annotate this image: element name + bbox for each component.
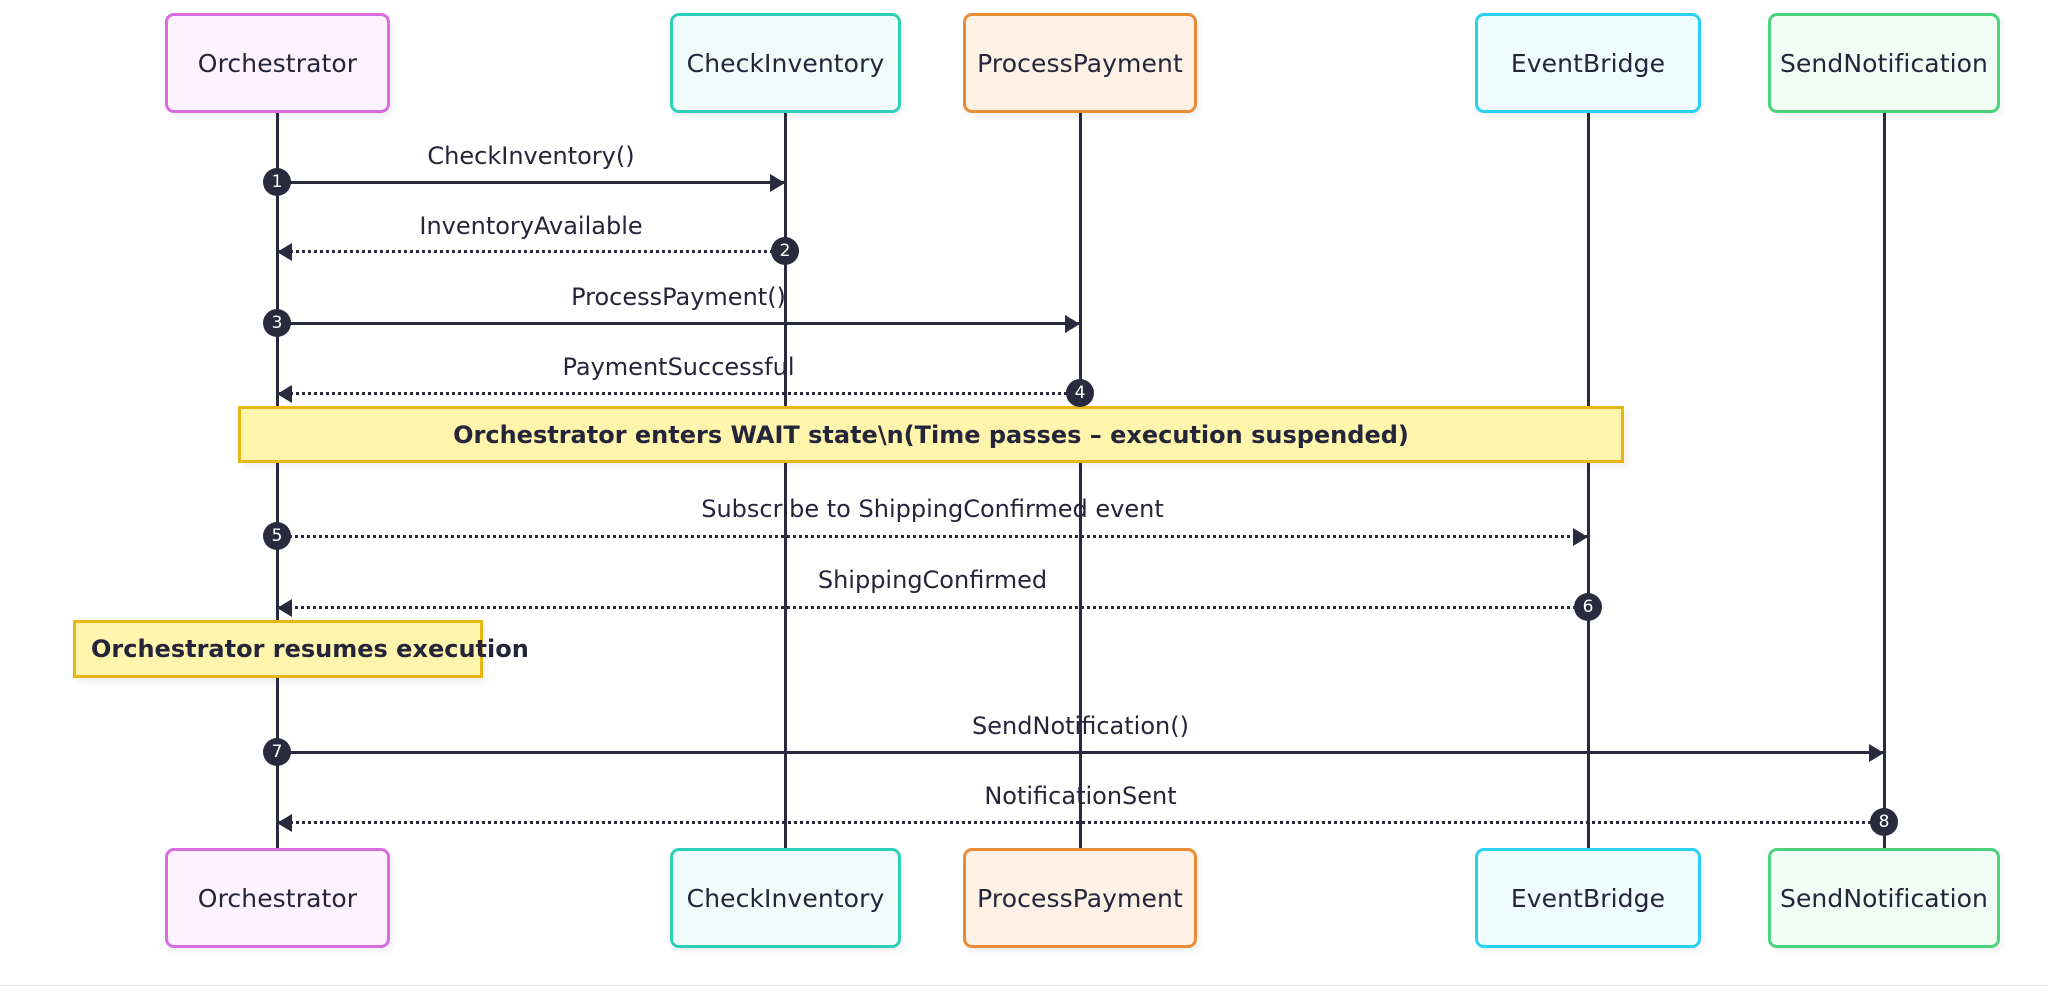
- participant-sendnotification-bottom[interactable]: SendNotification: [1768, 848, 2000, 948]
- participant-label: SendNotification: [1779, 48, 1988, 78]
- message-line-2: [277, 250, 785, 253]
- sequence-number-badge: 6: [1574, 593, 1602, 621]
- message-label-3: ProcessPayment(): [571, 283, 786, 311]
- participant-label: CheckInventory: [686, 48, 885, 78]
- message-line-5: [277, 535, 1588, 538]
- message-arrowhead-7: [1869, 744, 1884, 762]
- participant-eventbridge-bottom[interactable]: EventBridge: [1475, 848, 1701, 948]
- sequence-number-badge: 2: [771, 237, 799, 265]
- participant-label: SendNotification: [1779, 883, 1988, 913]
- message-line-4: [277, 392, 1080, 395]
- message-arrowhead-2: [277, 243, 292, 261]
- message-label-1: CheckInventory(): [427, 142, 635, 170]
- message-arrowhead-4: [277, 385, 292, 403]
- lifeline-eventbridge: [1587, 113, 1590, 848]
- message-line-8: [277, 821, 1884, 824]
- participant-checkinventory-top[interactable]: CheckInventory: [670, 13, 901, 113]
- participant-sendnotification-top[interactable]: SendNotification: [1768, 13, 2000, 113]
- note-text: Orchestrator resumes execution: [91, 635, 529, 663]
- participant-checkinventory-bottom[interactable]: CheckInventory: [670, 848, 901, 948]
- message-label-6: ShippingConfirmed: [817, 566, 1048, 594]
- message-label-2: InventoryAvailable: [419, 212, 643, 240]
- sequence-number-badge: 1: [263, 168, 291, 196]
- lifeline-checkinventory: [784, 113, 787, 848]
- bottom-divider: [0, 985, 2048, 986]
- message-line-3: [277, 322, 1080, 325]
- participant-orchestrator-bottom[interactable]: Orchestrator: [165, 848, 390, 948]
- participant-processpayment-bottom[interactable]: ProcessPayment: [963, 848, 1197, 948]
- message-arrowhead-8: [277, 814, 292, 832]
- message-arrowhead-6: [277, 599, 292, 617]
- sequence-number-badge: 4: [1066, 379, 1094, 407]
- sequence-number-badge: 8: [1870, 808, 1898, 836]
- participant-label: ProcessPayment: [977, 48, 1183, 78]
- participant-processpayment-top[interactable]: ProcessPayment: [963, 13, 1197, 113]
- note-text: Orchestrator enters WAIT state\n(Time pa…: [453, 420, 1409, 449]
- participant-label: CheckInventory: [686, 883, 885, 913]
- participant-orchestrator-top[interactable]: Orchestrator: [165, 13, 390, 113]
- message-label-7: SendNotification(): [972, 712, 1189, 740]
- sequence-number-badge: 5: [263, 522, 291, 550]
- lifeline-sendnotification: [1883, 113, 1886, 848]
- message-line-6: [277, 606, 1588, 609]
- message-label-4: PaymentSuccessful: [562, 353, 795, 381]
- sequence-number-badge: 3: [263, 309, 291, 337]
- resume-note: Orchestrator resumes execution: [73, 620, 529, 678]
- message-line-7: [277, 751, 1884, 754]
- lifeline-processpayment: [1079, 113, 1082, 848]
- wait-state-note: Orchestrator enters WAIT state\n(Time pa…: [238, 406, 1624, 463]
- participant-label: Orchestrator: [197, 883, 358, 913]
- participant-label: EventBridge: [1510, 48, 1666, 78]
- message-arrowhead-3: [1065, 315, 1080, 333]
- message-arrowhead-1: [770, 174, 785, 192]
- participant-label: ProcessPayment: [977, 883, 1183, 913]
- message-label-5: Subscribe to ShippingConfirmed event: [701, 495, 1164, 523]
- participant-eventbridge-top[interactable]: EventBridge: [1475, 13, 1701, 113]
- lifeline-orchestrator: [276, 113, 279, 848]
- participant-label: Orchestrator: [197, 48, 358, 78]
- message-label-8: NotificationSent: [984, 782, 1177, 810]
- message-line-1: [277, 181, 785, 184]
- sequence-number-badge: 7: [263, 738, 291, 766]
- participant-label: EventBridge: [1510, 883, 1666, 913]
- message-arrowhead-5: [1573, 528, 1588, 546]
